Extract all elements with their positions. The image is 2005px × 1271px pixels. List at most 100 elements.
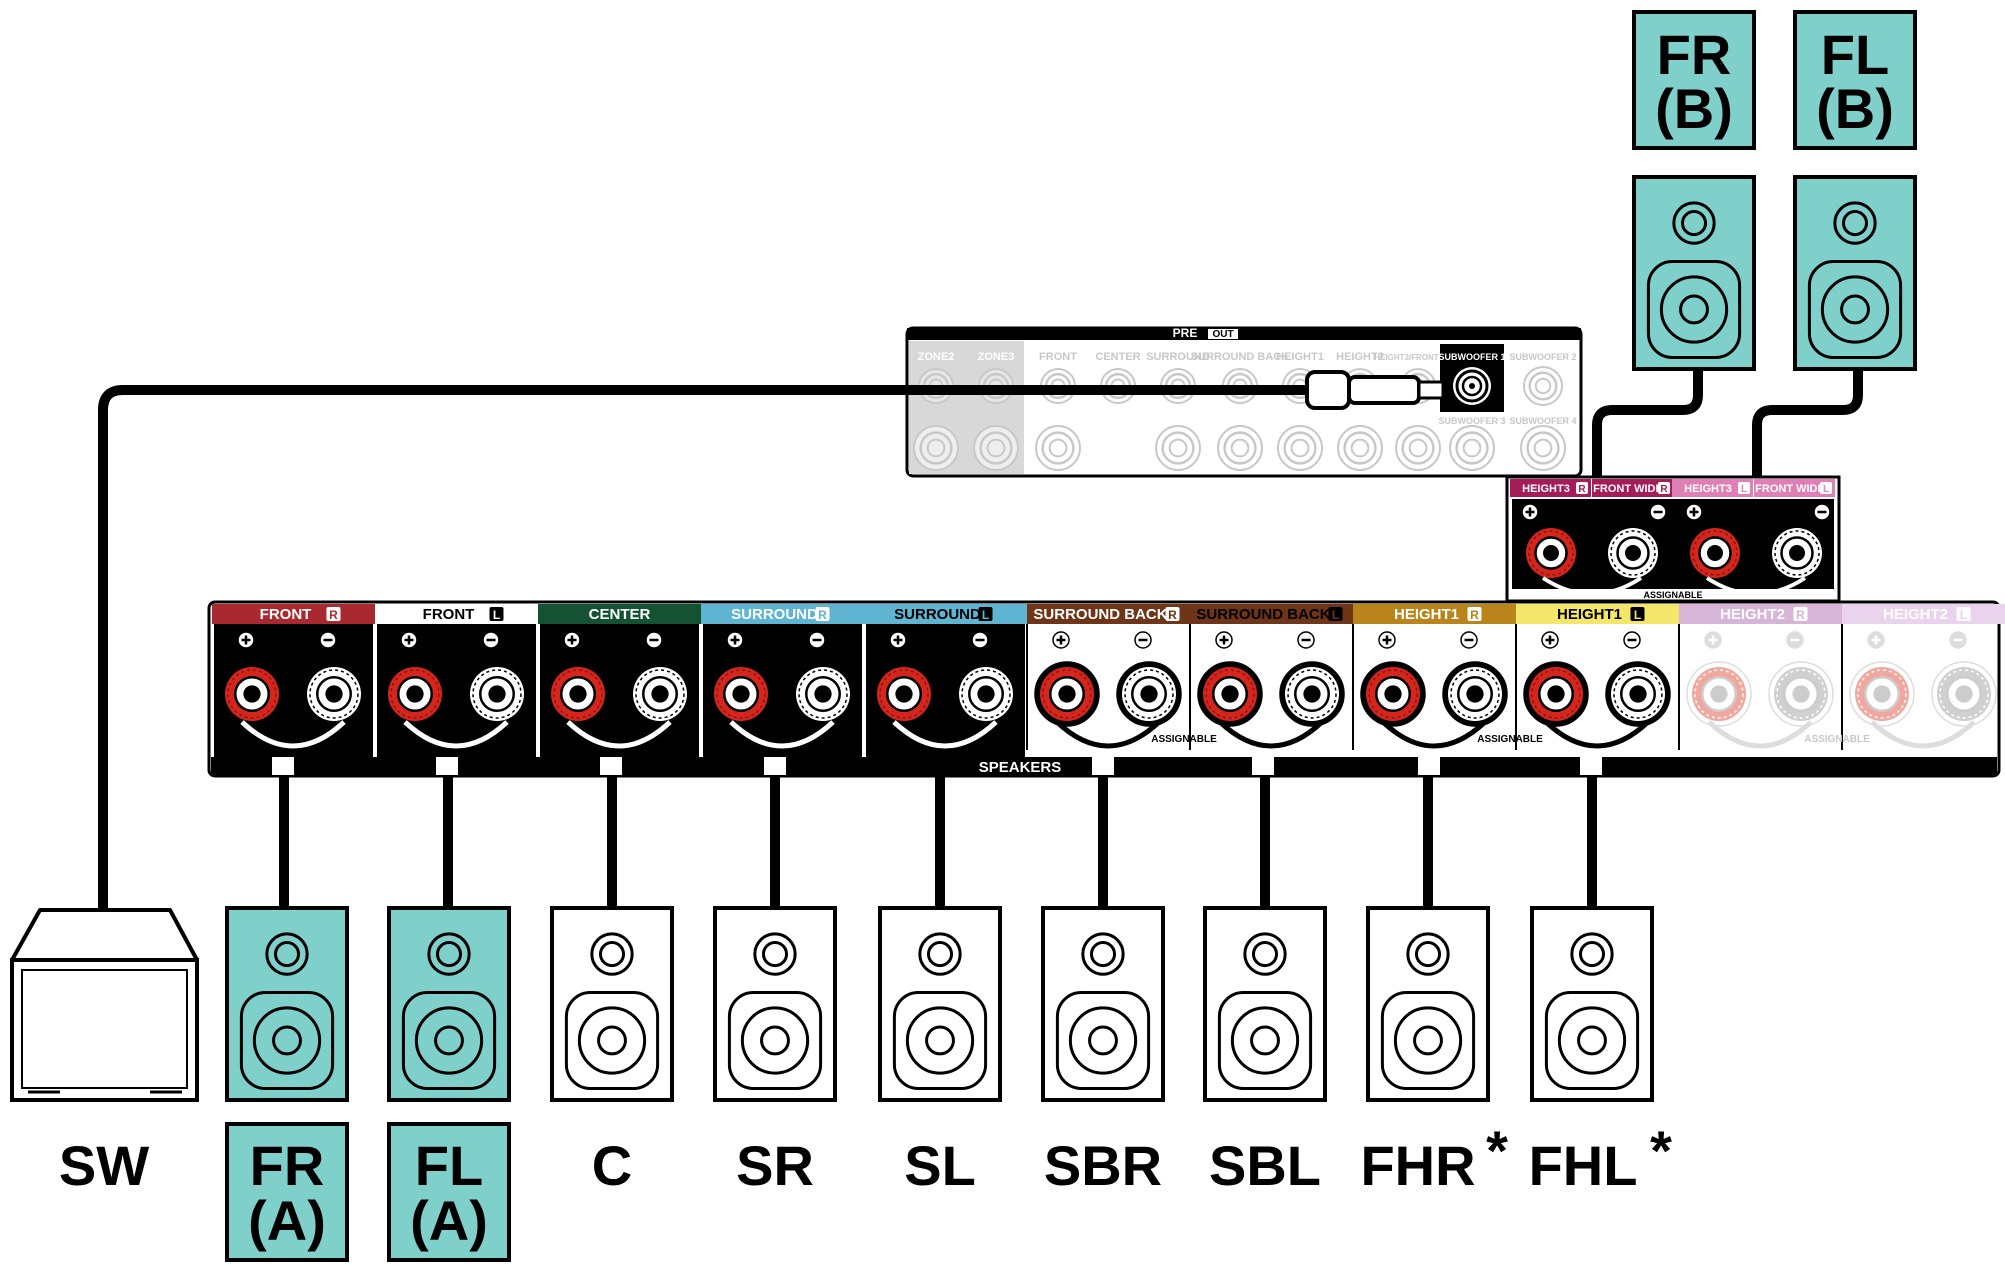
preout-label-9: HEIGHT3/FRONT WIDE — [1374, 353, 1462, 362]
label-fl-b-box — [1793, 10, 1917, 150]
assignable-label-3: ASSIGNABLE — [1804, 734, 1870, 745]
terminal-section-8: HEIGHT1 R — [1352, 604, 1516, 750]
preout-title: PRE — [1173, 326, 1198, 340]
top-badge-3: L — [1741, 484, 1747, 495]
label-c: C — [592, 1134, 632, 1197]
top-post-white-1 — [1602, 522, 1664, 584]
subwoofer2-label: SUBWOOFER 2 — [1509, 352, 1576, 362]
top-badge-1: R — [1578, 484, 1586, 495]
section-label-7: SURROUND BACK — [1196, 606, 1330, 623]
rca-jack — [973, 425, 1019, 471]
bar-gap — [600, 757, 622, 775]
minus-sign — [645, 631, 663, 649]
subwoofer — [10, 908, 199, 1102]
section-badge-9: L — [1634, 608, 1641, 622]
rca-jack — [1523, 366, 1563, 406]
post-white-6 — [1116, 661, 1182, 727]
section-label-5: SURROUND — [894, 606, 981, 623]
bar-gap — [764, 757, 786, 775]
rca-jack — [1035, 425, 1081, 471]
minus-sign — [482, 631, 500, 649]
subwoofer-cable — [98, 385, 1350, 915]
section-badge-8: R — [1470, 608, 1479, 622]
speaker-fhl — [1530, 906, 1654, 1102]
plus-sign — [1215, 631, 1233, 649]
top-label-4: FRONT WIDE — [1755, 483, 1825, 495]
speaker-labels: SW FR (A) FL (A) C SR SL SBR SBL FHR * F… — [59, 10, 1917, 1262]
minus-sign — [319, 631, 337, 649]
fr-b-cable — [1592, 363, 1703, 525]
bar-gap — [436, 757, 458, 775]
minus-sign — [1649, 503, 1667, 521]
subwoofer3-label: SUBWOOFER 3 — [1438, 416, 1505, 426]
bar-gap — [1580, 757, 1602, 775]
top-badge-4: L — [1823, 484, 1829, 495]
post-red-2 — [382, 661, 448, 727]
label-fr-a-1: FR — [250, 1134, 325, 1197]
plus-sign — [563, 631, 581, 649]
speaker-fr-a — [225, 906, 349, 1102]
preout-label-8: HEIGHT2 — [1336, 351, 1384, 363]
post-white-9 — [1605, 661, 1671, 727]
fl-b-cable — [1752, 363, 1863, 525]
top-label-3: HEIGHT3 — [1684, 483, 1732, 495]
label-fhr-asterisk: * — [1486, 1119, 1508, 1182]
section-label-6: SURROUND BACK — [1033, 606, 1167, 623]
post-red-6 — [1034, 661, 1100, 727]
label-fhl-asterisk: * — [1650, 1119, 1672, 1182]
bar-gap — [1418, 757, 1440, 775]
label-sbr: SBR — [1044, 1134, 1162, 1197]
label-sr: SR — [736, 1134, 814, 1197]
section-label-1: FRONT — [260, 606, 312, 623]
label-fr-a-2: (A) — [248, 1189, 326, 1252]
rca-jack — [913, 425, 959, 471]
post-white-7 — [1279, 661, 1345, 727]
top-label-1: HEIGHT3 — [1522, 483, 1570, 495]
rca-jack — [1337, 425, 1383, 471]
plus-sign — [1052, 631, 1070, 649]
speaker-fl-b — [1793, 175, 1917, 371]
preout-label-1: ZONE2 — [918, 351, 955, 363]
plus-sign — [237, 631, 255, 649]
post-white-8 — [1442, 661, 1508, 727]
bar-gap — [272, 757, 294, 775]
speakers-label: SPEAKERS — [979, 759, 1062, 776]
preout-jacks — [906, 366, 1566, 471]
section-badge-10: R — [1796, 608, 1805, 622]
speaker-fr-b — [1632, 175, 1756, 371]
preout-label-7: HEIGHT1 — [1276, 351, 1324, 363]
preout-label-2: ZONE3 — [978, 351, 1015, 363]
section-label-10: HEIGHT2 — [1720, 606, 1785, 623]
subwoofer1-label: SUBWOOFER 1 — [1438, 352, 1505, 362]
post-white-4 — [790, 661, 856, 727]
section-badge-2: L — [493, 608, 500, 622]
minus-sign — [1623, 631, 1641, 649]
top-label-2: FRONT WIDE — [1593, 483, 1663, 495]
section-label-8: HEIGHT1 — [1394, 606, 1459, 623]
speaker-sr — [713, 906, 837, 1102]
post-red-4 — [708, 661, 774, 727]
preout-out-tag — [1208, 329, 1238, 339]
preout-label-6: SURROUND BACK — [1191, 351, 1289, 363]
section-label-4: SURROUND — [731, 606, 818, 623]
rca-jack — [1520, 425, 1566, 471]
rca-jack — [1217, 425, 1263, 471]
label-fl-b-2: (B) — [1816, 77, 1894, 140]
label-sl: SL — [904, 1134, 976, 1197]
rca-jack — [1155, 425, 1201, 471]
section-badge-7: L — [1332, 608, 1339, 622]
top-post-red-1 — [1520, 522, 1582, 584]
post-red-7 — [1197, 661, 1263, 727]
label-sbl: SBL — [1209, 1134, 1321, 1197]
label-fhl: FHL — [1529, 1134, 1638, 1197]
label-fhr: FHR — [1360, 1134, 1475, 1197]
